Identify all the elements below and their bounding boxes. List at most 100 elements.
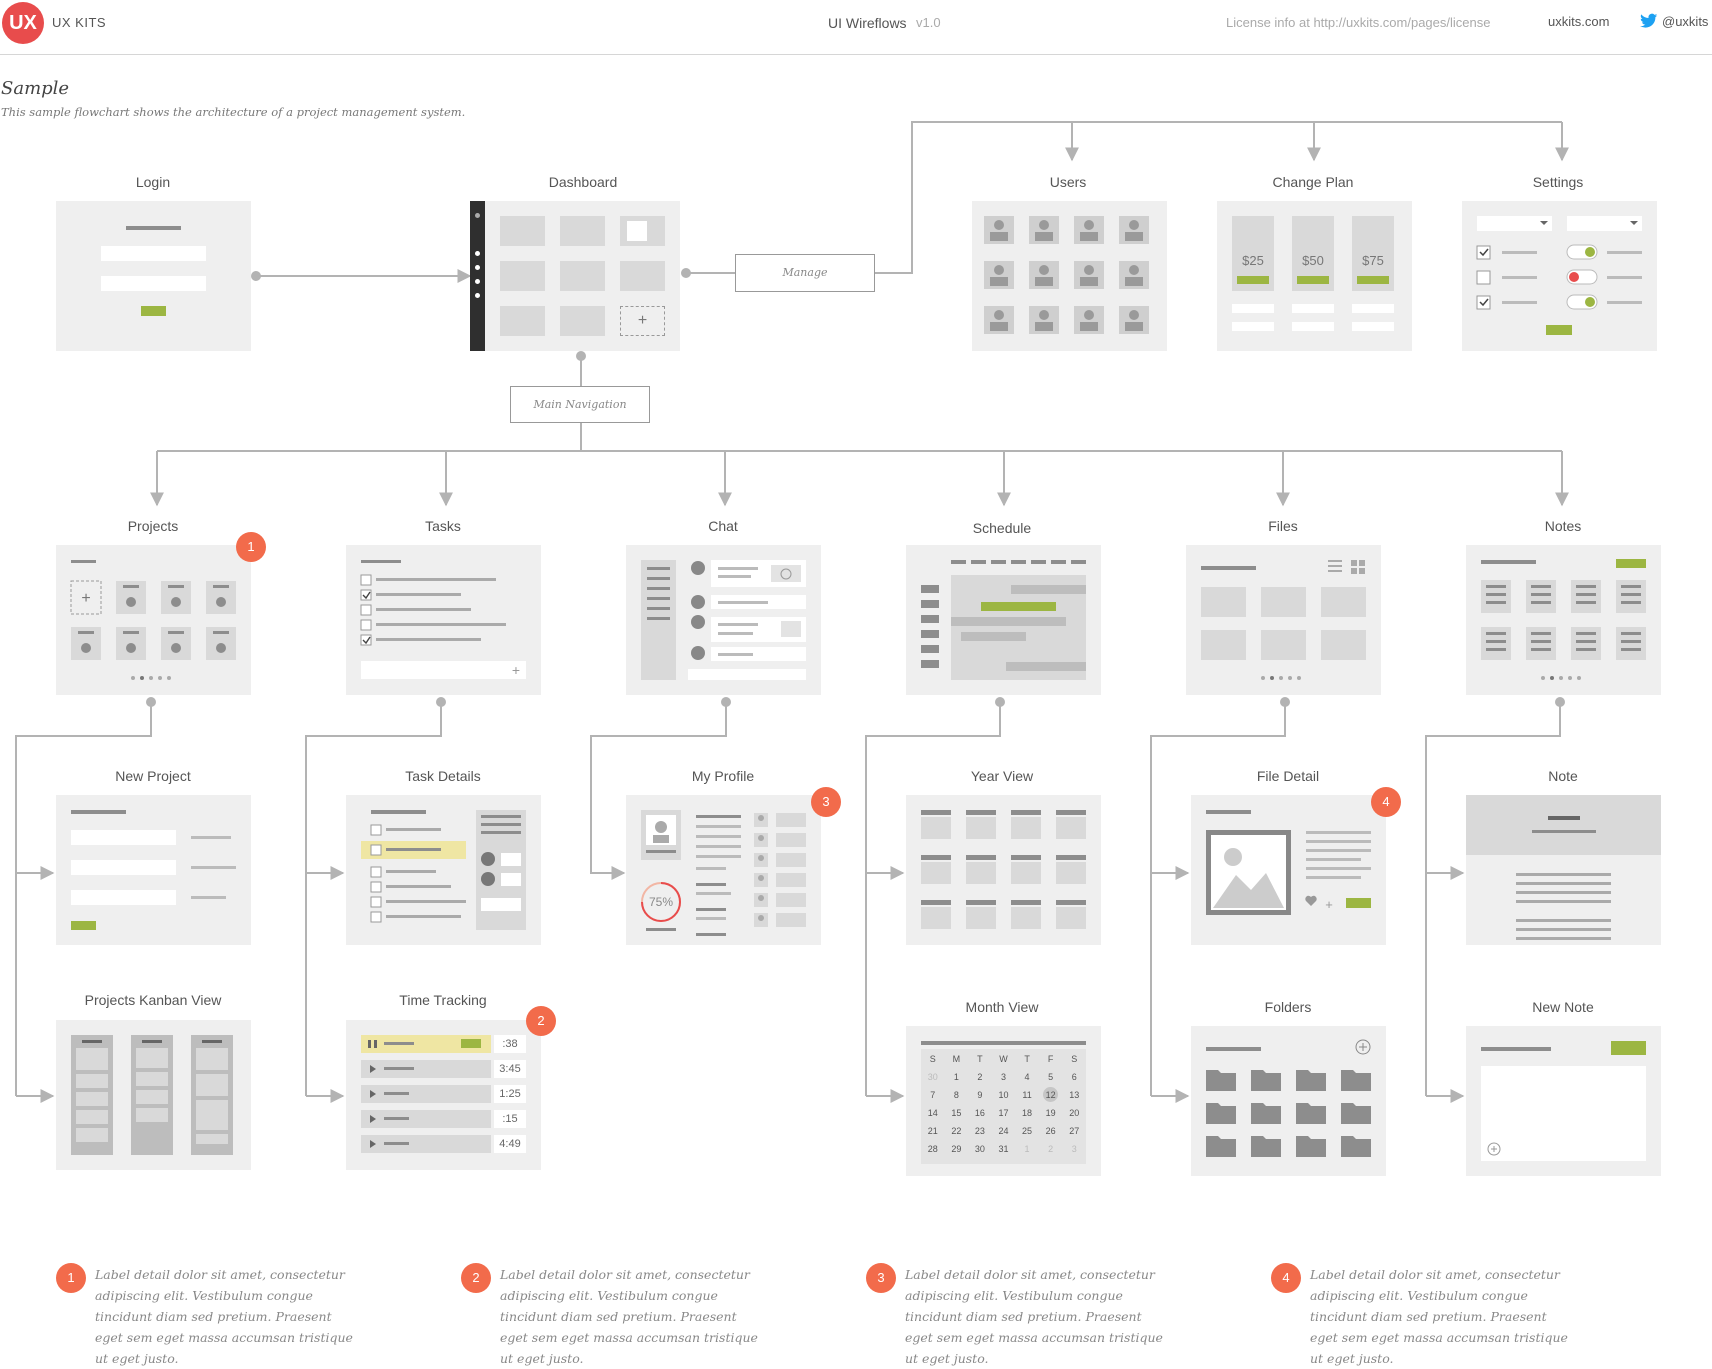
twitter-bird-icon[interactable] (1640, 13, 1658, 29)
dashboard-screen[interactable]: + (470, 201, 680, 351)
folders-caption: Folders (1264, 999, 1312, 1015)
calendar-day: 29 (951, 1144, 962, 1154)
notes-caption: Notes (1544, 518, 1582, 534)
document-version: v1.0 (916, 15, 941, 30)
calendar-day: 22 (951, 1126, 962, 1136)
widget (620, 261, 665, 291)
change-plan-screen[interactable]: $25 $50 $75 (1217, 201, 1412, 351)
twitter-handle[interactable]: @uxkits (1662, 14, 1709, 29)
sample-description: This sample flowchart shows the architec… (1, 105, 466, 119)
month-grid (921, 1049, 1086, 1164)
new-note-screen[interactable] (1466, 1026, 1661, 1176)
calendar-day: 23 (974, 1126, 985, 1136)
calendar-day: 1 (953, 1072, 959, 1082)
weekday-label: T (977, 1054, 983, 1064)
projects-grid: + (70, 560, 236, 680)
projects-caption: Projects (127, 518, 179, 534)
calendar-day: 11 (1022, 1090, 1032, 1100)
weekday-label: S (1071, 1054, 1078, 1064)
calendar-day: 3 (1071, 1144, 1077, 1154)
footnote-text-4: Label detail dolor sit amet, consectetur… (1310, 1267, 1568, 1366)
calendar-day: 30 (927, 1072, 938, 1082)
svg-text:+: + (81, 590, 90, 607)
calendar-day: 15 (951, 1108, 962, 1118)
manage-label: Manage (735, 254, 875, 292)
file-detail-caption: File Detail (1256, 768, 1320, 784)
task-list: + (360, 560, 526, 679)
time-tracking-screen[interactable]: :38 3:45 1:25 :15 4:49 (346, 1020, 541, 1170)
task-details-caption: Task Details (405, 768, 481, 784)
calendar-day: 28 (927, 1144, 938, 1154)
projects-kanban-screen[interactable] (56, 1020, 251, 1170)
weekday-label: S (929, 1054, 936, 1064)
plan-price: $50 (1302, 253, 1324, 268)
file-detail-screen[interactable]: + (1191, 795, 1386, 945)
calendar-day: 7 (930, 1090, 936, 1100)
time-entry: 4:49 (499, 1138, 521, 1150)
document-title: UI Wireflows (828, 15, 907, 31)
chart-widget (500, 216, 545, 246)
calendar-day: 12 (1039, 1086, 1063, 1104)
project-name-field (71, 830, 176, 845)
notes-screen[interactable] (1466, 545, 1661, 695)
annotation-badge-4: 4 (1371, 787, 1401, 817)
login-screen[interactable] (56, 201, 251, 351)
settings-screen[interactable] (1462, 201, 1657, 351)
site-link[interactable]: uxkits.com (1548, 14, 1610, 29)
task-details-screen[interactable] (346, 795, 541, 945)
time-entry: :38 (502, 1038, 518, 1050)
projects-screen[interactable]: + (56, 545, 251, 695)
footnote-badge-2: 2 (461, 1263, 491, 1293)
schedule-caption: Schedule (972, 520, 1032, 536)
calendar-day: 14 (927, 1108, 938, 1118)
settings-controls (1476, 221, 1642, 335)
calendar-day: 2 (977, 1072, 983, 1082)
project-field (71, 890, 176, 905)
year-view-screen[interactable] (906, 795, 1101, 945)
new-note-content (1481, 1041, 1646, 1161)
my-profile-screen[interactable]: 75% (626, 795, 821, 945)
schedule-screen[interactable] (906, 545, 1101, 695)
folders-grid (1206, 1039, 1371, 1157)
kanban-board (71, 1035, 233, 1155)
footnote-text-3: Label detail dolor sit amet, consectetur… (905, 1267, 1163, 1366)
profile-widget-avatar-icon (627, 221, 647, 241)
calendar-day: 17 (998, 1108, 1009, 1118)
login-button (141, 306, 166, 316)
calendar-day: 21 (927, 1126, 938, 1136)
users-caption: Users (1049, 174, 1087, 190)
chat-thread (641, 560, 806, 680)
calendar-day: 18 (1022, 1108, 1033, 1118)
user-grid-icons (984, 216, 1149, 334)
license-link[interactable]: License info at http://uxkits.com/pages/… (1226, 15, 1491, 30)
ux-kits-logo[interactable]: UX (2, 2, 44, 44)
calendar-day: 4 (1024, 1072, 1030, 1082)
time-entry: :15 (502, 1113, 518, 1125)
calendar-day: 30 (974, 1144, 985, 1154)
calendar-day: 2 (1048, 1144, 1054, 1154)
calendar-day: 20 (1069, 1108, 1080, 1118)
calendar-day: 24 (998, 1126, 1009, 1136)
files-grid (1201, 560, 1366, 680)
footnote-text-2: Label detail dolor sit amet, consectetur… (500, 1267, 758, 1366)
files-caption: Files (1268, 518, 1298, 534)
sample-title: Sample (1, 78, 70, 99)
time-entry: 3:45 (499, 1063, 521, 1075)
chat-screen[interactable] (626, 545, 821, 695)
files-screen[interactable] (1186, 545, 1381, 695)
weekday-label: F (1047, 1054, 1054, 1064)
notes-grid (1481, 559, 1646, 680)
change-plan-caption: Change Plan (1272, 174, 1354, 190)
tasks-screen[interactable]: + (346, 545, 541, 695)
users-screen[interactable] (972, 201, 1167, 351)
widget (500, 261, 545, 291)
calendar-day: 8 (953, 1090, 959, 1100)
new-project-screen[interactable] (56, 795, 251, 945)
folders-screen[interactable] (1191, 1026, 1386, 1176)
footnote-badge-3: 3 (866, 1263, 896, 1293)
calendar-day: 16 (974, 1108, 985, 1118)
projects-kanban-caption: Projects Kanban View (84, 992, 222, 1008)
selected-day-marker (1043, 1087, 1059, 1102)
note-screen[interactable] (1466, 795, 1661, 945)
